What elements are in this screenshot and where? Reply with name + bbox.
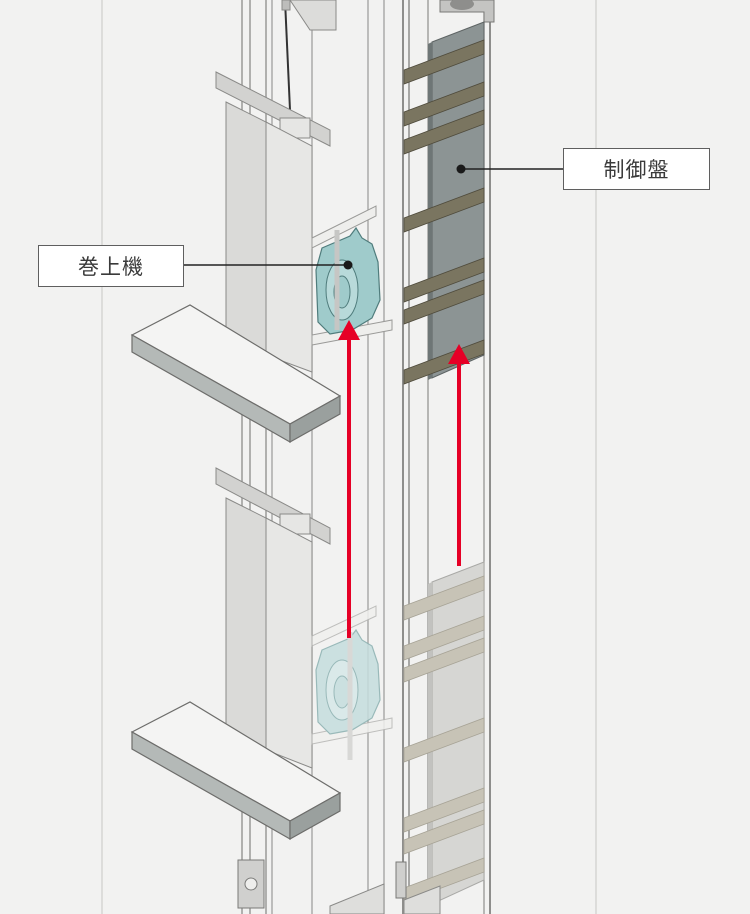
hoisting-machine-label: 巻上機 bbox=[38, 245, 184, 287]
right-top-bracket bbox=[439, 0, 495, 23]
up-arrow-icon bbox=[338, 320, 360, 340]
control-panel-straps-upper bbox=[403, 39, 485, 385]
up-arrow-icon bbox=[448, 344, 470, 364]
hoisting-machine-lower bbox=[311, 605, 393, 760]
lower-panel bbox=[225, 497, 313, 769]
hoist-rope bbox=[284, 0, 291, 111]
upper-platform bbox=[130, 304, 342, 444]
bottom-fittings bbox=[237, 859, 385, 914]
upper-panel bbox=[225, 101, 313, 373]
top-plate bbox=[281, 0, 337, 31]
control-panel-straps-lower bbox=[403, 575, 485, 903]
leader-dot-icon bbox=[343, 260, 353, 270]
hoisting-machine-move-arrow bbox=[338, 320, 360, 638]
right-bottom-fittings bbox=[395, 861, 441, 914]
control-panel-move-arrow bbox=[448, 344, 470, 566]
lower-platform bbox=[130, 701, 342, 841]
leader-dot-icon bbox=[456, 164, 466, 174]
hoisting-machine-upper bbox=[311, 205, 393, 346]
control-panel-label: 制御盤 bbox=[563, 148, 710, 190]
leader-lines bbox=[184, 168, 563, 266]
